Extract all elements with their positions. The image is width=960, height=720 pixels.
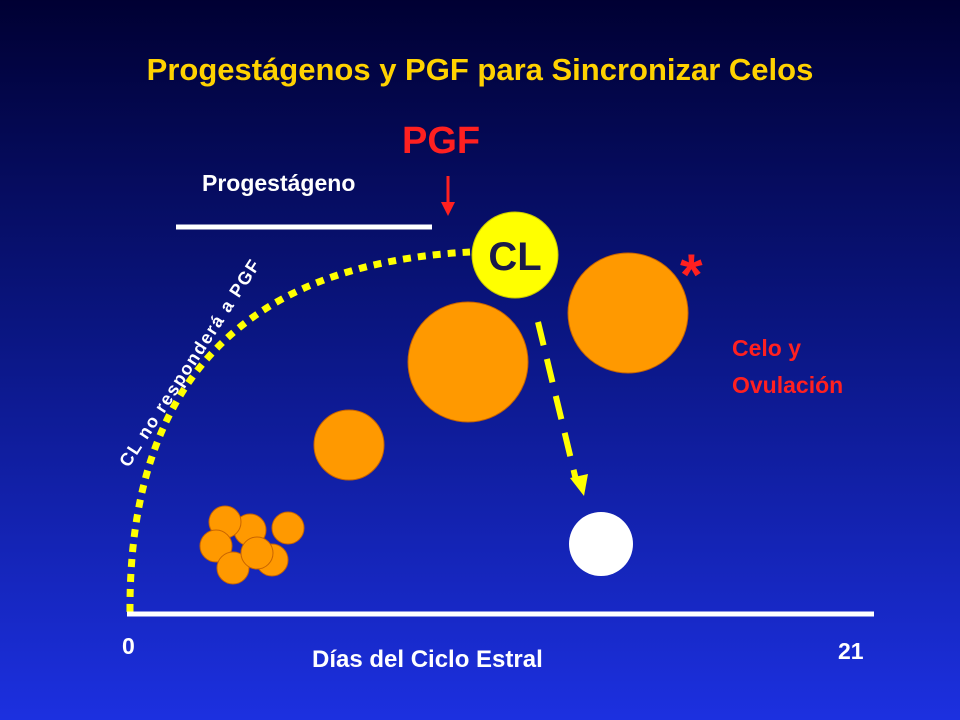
cl-dotted-curve <box>126 248 471 613</box>
small-follicle-cluster <box>199 505 305 585</box>
regression-arrow-head <box>570 474 588 496</box>
pgf-arrow-head <box>441 202 455 216</box>
small-follicle <box>240 536 274 570</box>
small-follicle <box>199 529 233 563</box>
corpus-luteum-label: CL <box>488 235 541 279</box>
axis-start-label: 0 <box>122 633 135 659</box>
small-follicle <box>271 511 305 545</box>
regression-arrow-shaft <box>535 321 579 481</box>
pgf-label: PGF <box>402 120 481 162</box>
medium-follicle <box>313 409 385 481</box>
large-follicle <box>407 301 529 423</box>
axis-title: Días del Ciclo Estral <box>312 646 543 673</box>
ovulation-asterisk: * <box>680 243 703 308</box>
corpus-luteum <box>471 211 559 299</box>
small-follicle <box>216 551 250 585</box>
cl-note: CL no responderá a PGF <box>115 255 265 470</box>
slide-title: Progestágenos y PGF para Sincronizar Cel… <box>146 52 814 87</box>
ovulatory-follicle <box>567 252 689 374</box>
estrus-ovulation-label: Celo y Ovulación <box>732 330 843 404</box>
progestagen-label: Progestágeno <box>202 170 356 196</box>
estrus-label-line1: Celo y <box>732 335 802 361</box>
regressed-corpus-luteum <box>569 512 633 576</box>
axis-end-label: 21 <box>838 638 864 664</box>
estrus-label-line2: Ovulación <box>732 372 844 398</box>
